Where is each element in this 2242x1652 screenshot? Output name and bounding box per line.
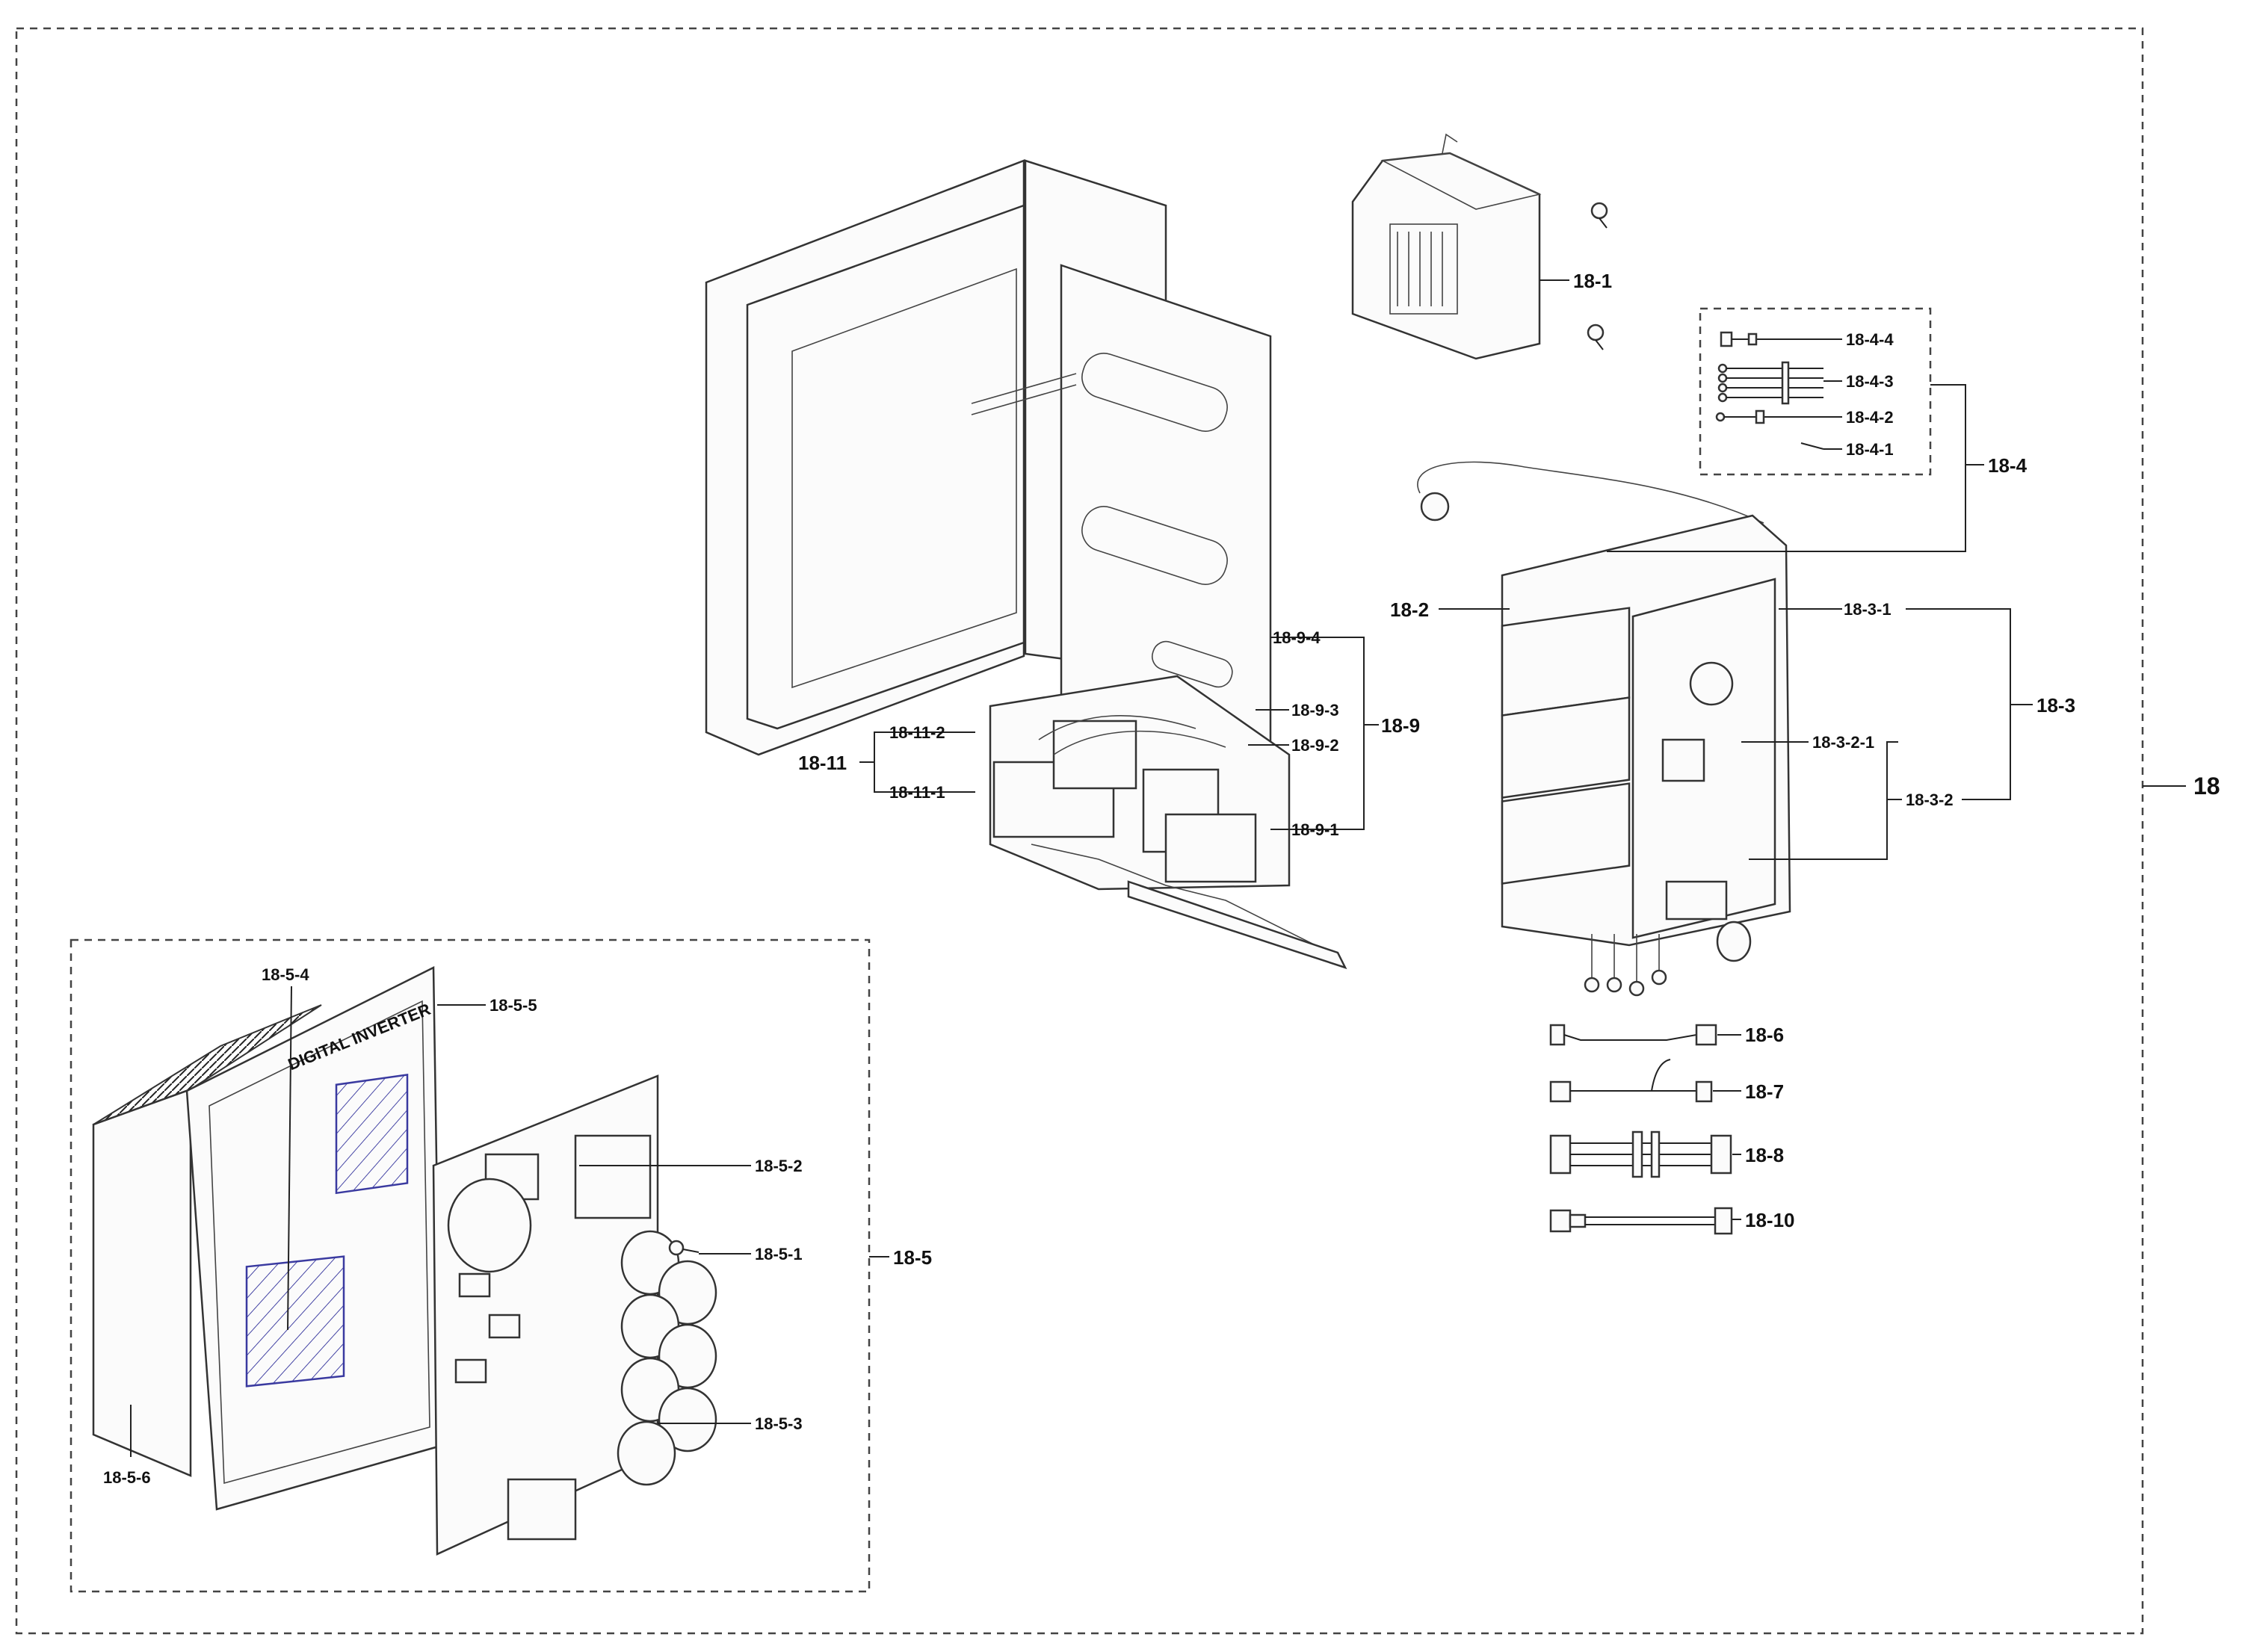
label-18-6: 18-6 <box>1745 1024 1784 1046</box>
harness-18-10 <box>1549 1207 1733 1235</box>
cable-set-border <box>1699 307 1932 476</box>
harness-18-6 <box>1549 1024 1717 1046</box>
label-18-1: 18-1 <box>1573 270 1612 292</box>
leader-lines <box>130 279 2186 1457</box>
label-18-4-3: 18-4-3 <box>1846 372 1894 391</box>
cable-18-4-3 <box>1717 361 1823 405</box>
pcb-cover-plate: DIGITAL INVERTER <box>185 965 442 1511</box>
label-18-3-1: 18-3-1 <box>1844 600 1892 619</box>
heatsink <box>92 1004 322 1477</box>
cable-18-4-4 <box>1720 331 1823 347</box>
inverter-pcb <box>432 1074 717 1556</box>
label-18-11-2: 18-11-2 <box>889 723 945 742</box>
label-18-7: 18-7 <box>1745 1080 1784 1103</box>
label-18-10: 18-10 <box>1745 1209 1795 1231</box>
label-18-9-4: 18-9-4 <box>1273 628 1321 647</box>
reactor-terminal-assembly <box>989 675 1347 970</box>
main-control-board-assembly <box>1417 461 1791 997</box>
label-18-3-2-1: 18-3-2-1 <box>1812 733 1874 752</box>
label-18-9-2: 18-9-2 <box>1291 736 1339 755</box>
cable-18-4-1 <box>1800 442 1824 450</box>
label-18-3-2: 18-3-2 <box>1906 791 1954 809</box>
label-18-11-1: 18-11-1 <box>889 783 945 802</box>
transformer-screw-top <box>1590 202 1608 229</box>
transformer <box>1351 133 1542 360</box>
label-18-4-4: 18-4-4 <box>1846 330 1894 349</box>
pcb-screw <box>668 1240 700 1256</box>
label-18-5-2: 18-5-2 <box>755 1157 803 1175</box>
label-18-4-2: 18-4-2 <box>1846 408 1894 427</box>
label-18-9-1: 18-9-1 <box>1291 820 1339 839</box>
outer-assembly-border <box>15 27 2144 1635</box>
label-18-5-5: 18-5-5 <box>490 996 537 1015</box>
label-18-2: 18-2 <box>1390 598 1429 621</box>
label-18-5: 18-5 <box>893 1246 932 1269</box>
label-18: 18 <box>2193 773 2220 799</box>
label-18-3: 18-3 <box>2036 694 2075 717</box>
harness-18-7 <box>1549 1059 1713 1103</box>
cable-18-4-2 <box>1715 409 1823 424</box>
label-18-11: 18-11 <box>798 752 847 774</box>
label-18-9: 18-9 <box>1381 714 1420 737</box>
label-18-5-1: 18-5-1 <box>755 1245 803 1263</box>
label-18-4-1: 18-4-1 <box>1846 440 1894 459</box>
label-18-9-3: 18-9-3 <box>1291 701 1339 720</box>
control-box-enclosure <box>705 159 1272 779</box>
label-18-5-6: 18-5-6 <box>103 1468 151 1487</box>
label-18-8: 18-8 <box>1745 1144 1784 1166</box>
label-18-4: 18-4 <box>1988 454 2028 477</box>
pcb-subassembly-border <box>70 938 871 1593</box>
harness-18-8 <box>1549 1130 1732 1178</box>
transformer-screw-bottom <box>1587 324 1605 350</box>
label-18-5-3: 18-5-3 <box>755 1414 803 1433</box>
label-18-5-4: 18-5-4 <box>262 965 309 984</box>
